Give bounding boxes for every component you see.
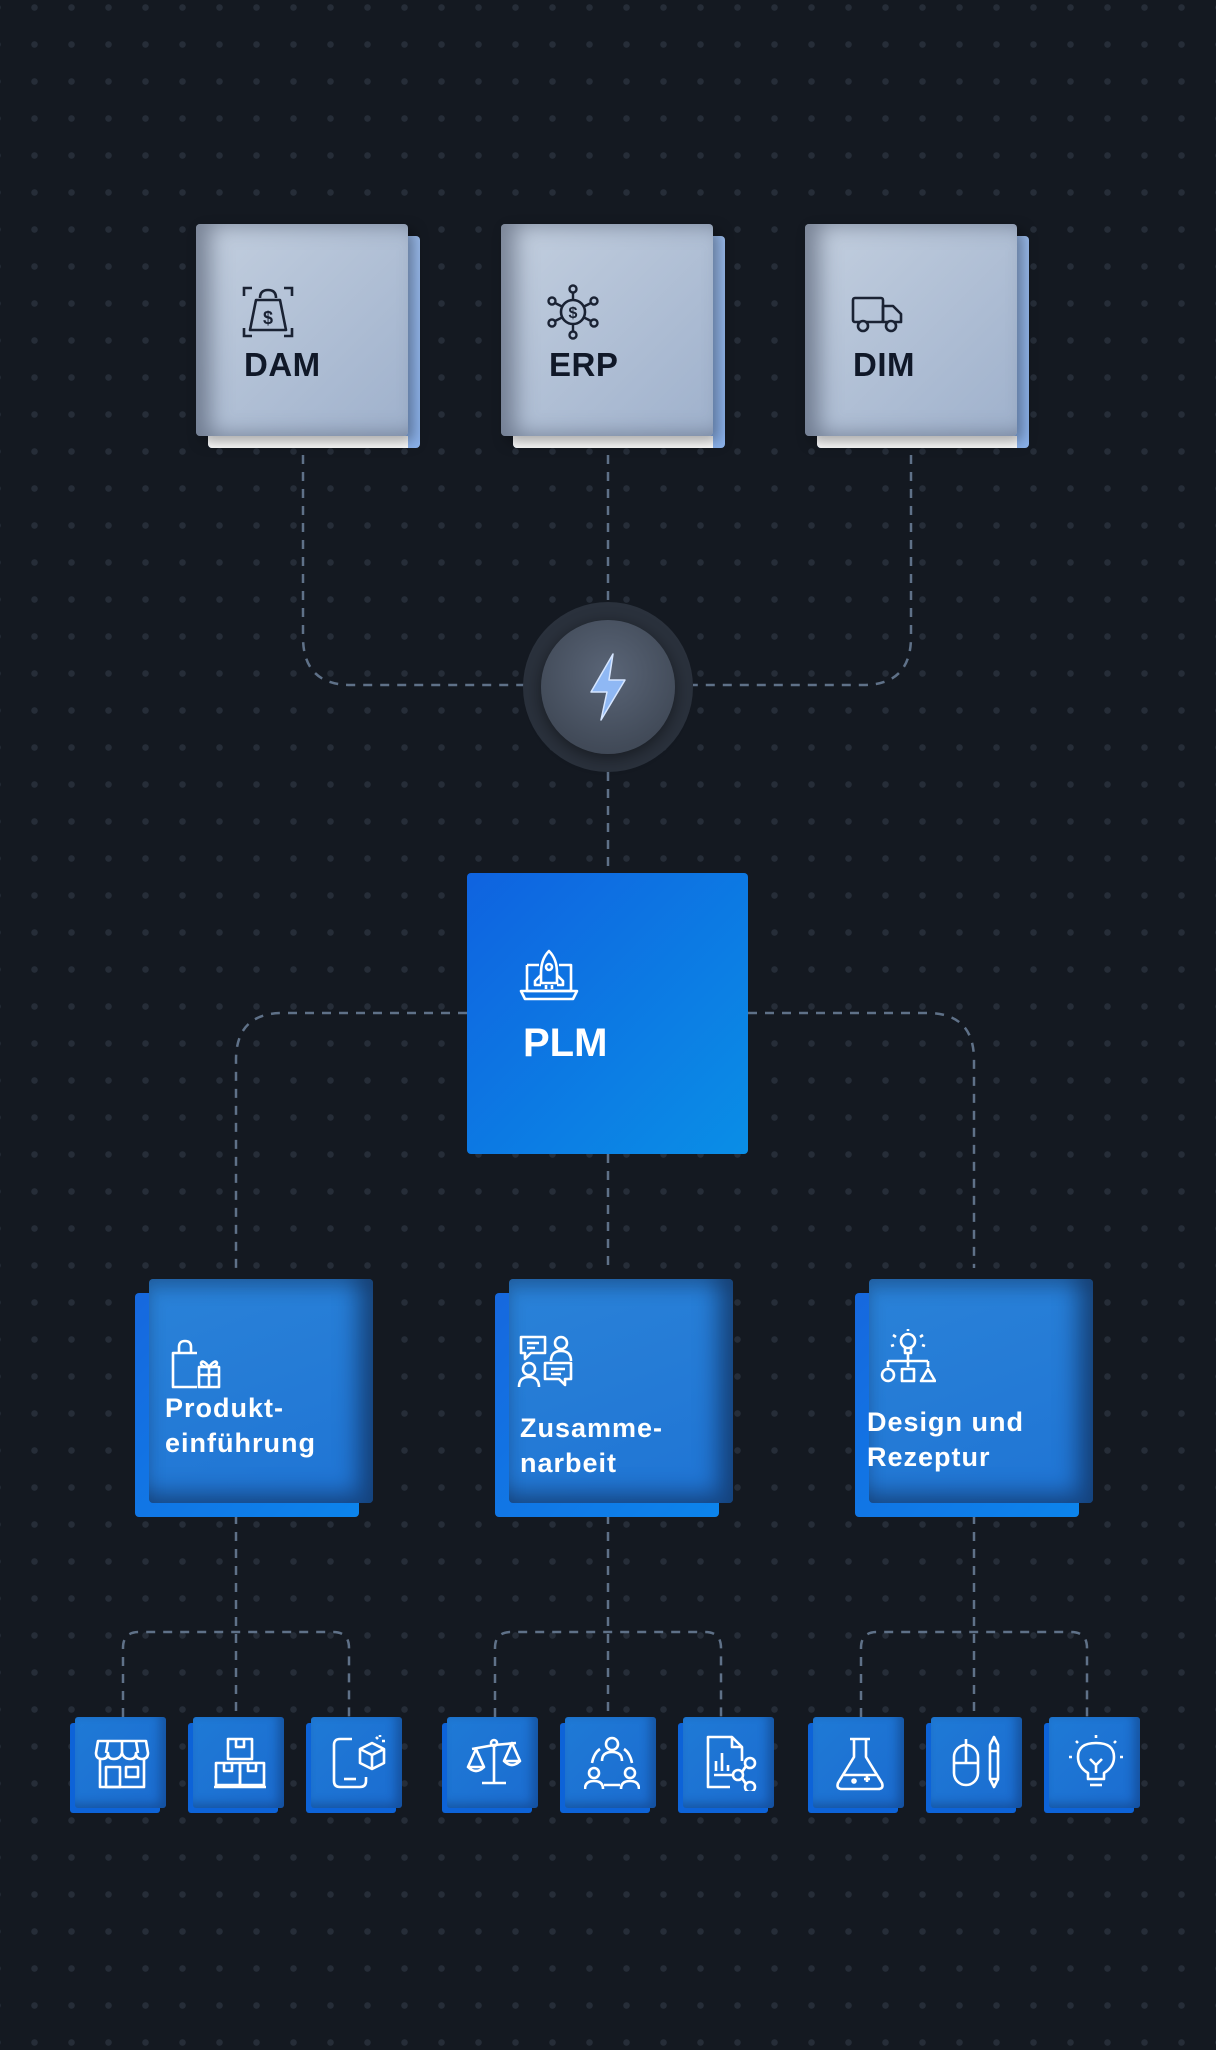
dollar-network-icon [545,284,601,340]
phone-package-icon [330,1735,386,1791]
storefront-icon [94,1735,150,1791]
connector-dam-hub [301,455,525,687]
mouse-pen-icon [950,1735,1006,1791]
plm-label: PLM [523,1021,608,1065]
module-card-zusammenarbeit[interactable]: Zusamme- narbeit [495,1279,733,1517]
scales-tile[interactable] [442,1717,538,1813]
module-card-produkteinfuehrung[interactable]: Produkt- einführung [135,1279,373,1517]
storefront-tile[interactable] [70,1717,166,1813]
shopping-bag-gift-icon [167,1337,223,1393]
flask-tile[interactable] [808,1717,904,1813]
connector-dim-hub [693,455,913,687]
document-share-tile[interactable] [678,1717,774,1813]
module-label: Produkt- einführung [165,1393,316,1458]
money-bag-icon [240,284,296,340]
lightbulb-tile[interactable] [1044,1717,1140,1813]
laptop-rocket-icon [519,947,579,1007]
connector-plm-module-3 [748,1011,976,1268]
module-label: Zusamme- narbeit [520,1413,664,1478]
document-share-icon [702,1735,758,1791]
lightning-bolt-icon [585,652,631,722]
system-label: ERP [549,346,619,383]
people-chat-icon [517,1333,573,1389]
system-card-dam[interactable]: DAM [196,224,420,448]
mouse-pen-tile[interactable] [926,1717,1022,1813]
connector-module-1-branch [121,1630,351,1717]
connector-plm-module-1 [234,1011,467,1268]
module-label: Design und Rezeptur [867,1407,1024,1472]
phone-package-tile[interactable] [306,1717,402,1813]
idea-shapes-icon [880,1329,936,1385]
plm-card[interactable]: PLM [467,873,748,1154]
system-card-erp[interactable]: ERP [501,224,725,448]
boxes-icon [212,1735,268,1791]
lightbulb-icon [1068,1735,1124,1791]
scales-icon [466,1735,522,1791]
connector-module-2-branch [493,1630,723,1717]
system-label: DIM [853,346,915,383]
module-card-design-rezeptur[interactable]: Design und Rezeptur [855,1279,1093,1517]
team-cycle-icon [584,1735,640,1791]
system-card-dim[interactable]: DIM [805,224,1029,448]
flask-icon [832,1735,888,1791]
connector-module-3-branch [859,1630,1089,1717]
system-label: DAM [244,346,321,383]
boxes-tile[interactable] [188,1717,284,1813]
truck-icon [849,284,905,340]
team-cycle-tile[interactable] [560,1717,656,1813]
